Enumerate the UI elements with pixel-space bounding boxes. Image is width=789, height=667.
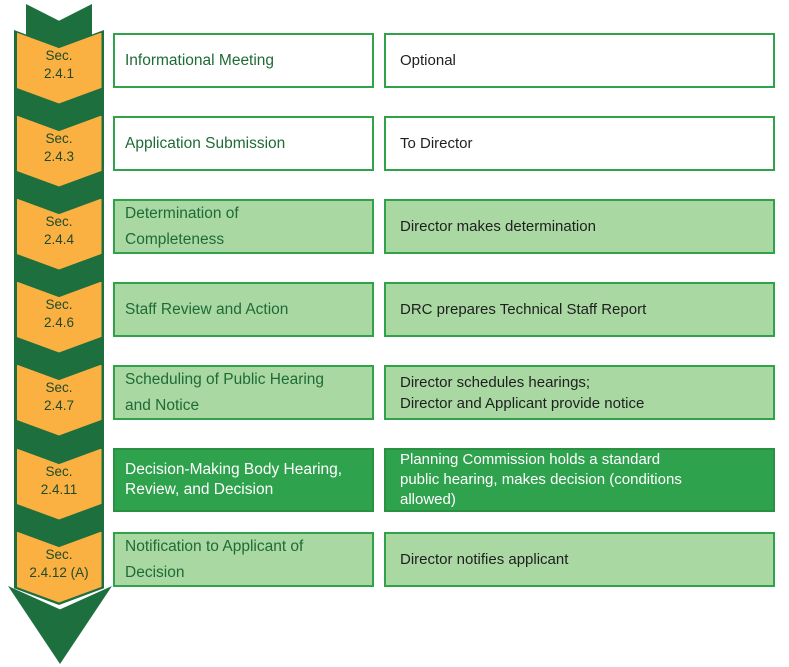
- section-number: 2.4.4: [43, 231, 75, 247]
- section-badge-label: Sec. 2.4.7: [14, 362, 104, 438]
- section-badge-label: Sec. 2.4.12 (A): [14, 529, 104, 605]
- phase-description-box: Planning Commission holds a standard pub…: [384, 448, 775, 512]
- phase-title: Notification to Applicant of Decision: [125, 537, 304, 581]
- section-badge-label: Sec. 2.4.4: [14, 196, 104, 272]
- section-number: 2.4.1: [43, 65, 75, 81]
- section-label: Sec.: [45, 130, 73, 146]
- section-number: 2.4.6: [43, 314, 75, 330]
- section-label: Sec.: [45, 213, 73, 229]
- section-badge-label: Sec. 2.4.3: [14, 113, 104, 189]
- section-label: Sec.: [45, 47, 73, 63]
- phase-description-box: To Director: [384, 116, 775, 171]
- phase-title: Decision-Making Body Hearing, Review, an…: [125, 461, 343, 498]
- section-number: 2.4.7: [43, 397, 75, 413]
- phase-description: Optional: [400, 52, 456, 69]
- phase-description: DRC prepares Technical Staff Report: [400, 301, 647, 318]
- section-label: Sec.: [45, 296, 73, 312]
- section-badge: Sec. 2.4.1: [14, 30, 104, 106]
- section-label: Sec.: [45, 463, 73, 479]
- phase-description-box: Director notifies applicant: [384, 532, 775, 587]
- phase-description: To Director: [400, 135, 473, 152]
- section-label: Sec.: [45, 379, 73, 395]
- section-label: Sec.: [45, 546, 73, 562]
- section-badge-label: Sec. 2.4.11: [14, 446, 104, 522]
- phase-title: Determination of Completeness: [125, 204, 239, 248]
- phase-title: Informational Meeting: [125, 51, 275, 69]
- phase-title: Application Submission: [125, 134, 286, 152]
- phase-description-box: Director schedules hearings; Director an…: [384, 365, 775, 420]
- phase-title-box: Application Submission: [113, 116, 374, 171]
- phase-title-box: Decision-Making Body Hearing, Review, an…: [113, 448, 374, 512]
- phase-description: Director notifies applicant: [400, 551, 569, 568]
- phase-title: Staff Review and Action: [125, 300, 289, 318]
- phase-title-box: Informational Meeting: [113, 33, 374, 88]
- section-badge-label: Sec. 2.4.1: [14, 30, 104, 106]
- section-number: 2.4.12 (A): [29, 564, 89, 580]
- phase-title-box: Staff Review and Action: [113, 282, 374, 337]
- phase-description-box: Director makes determination: [384, 199, 775, 254]
- section-number: 2.4.11: [40, 481, 78, 497]
- phase-title: Scheduling of Public Hearing and Notice: [125, 370, 325, 414]
- phase-description-box: DRC prepares Technical Staff Report: [384, 282, 775, 337]
- phase-title-box: Scheduling of Public Hearing and Notice: [113, 365, 374, 420]
- section-number: 2.4.3: [43, 148, 75, 164]
- phase-description: Director schedules hearings; Director an…: [400, 373, 645, 412]
- phase-description: Planning Commission holds a standard pub…: [400, 451, 682, 508]
- section-badge-label: Sec. 2.4.6: [14, 279, 104, 355]
- phase-description-box: Optional: [384, 33, 775, 88]
- phase-title-box: Determination of Completeness: [113, 199, 374, 254]
- phase-description: Director makes determination: [400, 218, 596, 235]
- phase-title-box: Notification to Applicant of Decision: [113, 532, 374, 587]
